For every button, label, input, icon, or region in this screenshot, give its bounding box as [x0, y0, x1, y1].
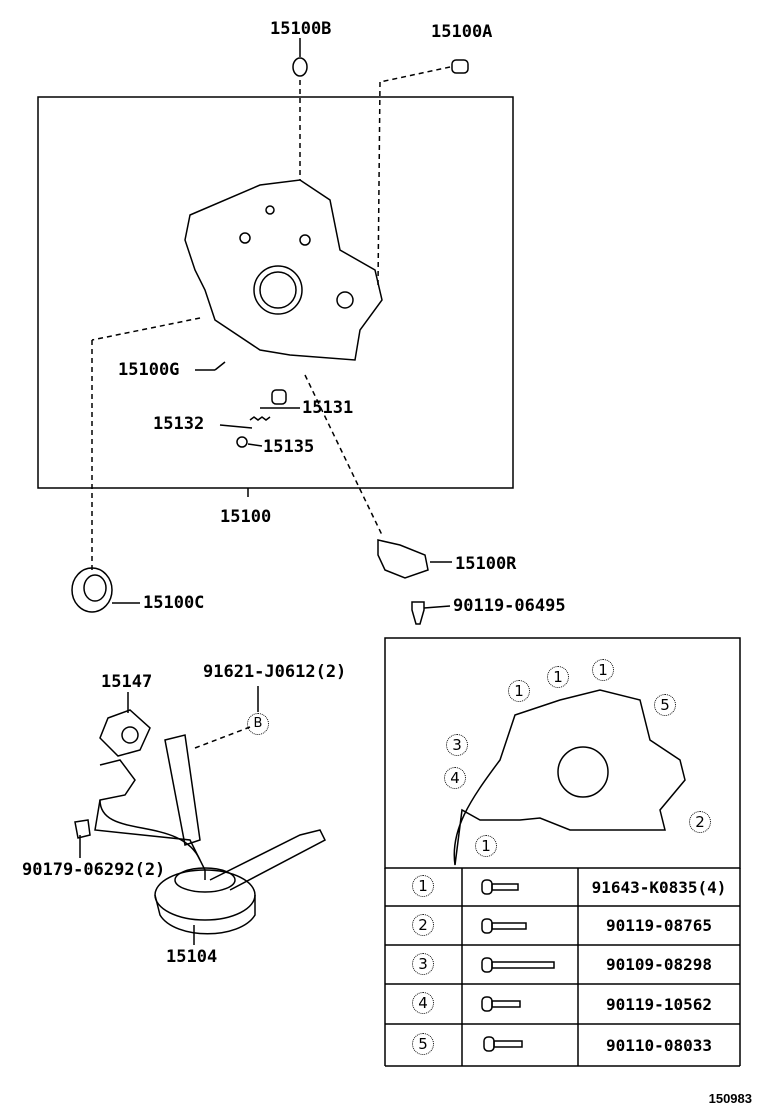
label-15100C: 15100C	[143, 593, 205, 613]
table-part-number: 90110-08033	[606, 1035, 712, 1055]
label-15104: 15104	[166, 947, 218, 967]
label-15100G: 15100G	[118, 360, 180, 380]
bolt-callout: 1	[547, 666, 569, 688]
label-15100B: 15100B	[270, 19, 332, 39]
label-90119-06495: 90119-06495	[453, 596, 566, 616]
bolt-callout: 5	[654, 694, 676, 716]
label-15147: 15147	[101, 672, 153, 692]
label-15131: 15131	[302, 398, 354, 418]
label-15100R: 15100R	[455, 554, 517, 574]
bolt-callout: 4	[444, 767, 466, 789]
label-15135: 15135	[263, 437, 315, 457]
bolt-callout: 1	[592, 659, 614, 681]
table-ref: 1	[412, 875, 434, 897]
oil-pump-assembly-box	[37, 96, 514, 489]
bolt-callout: 2	[689, 811, 711, 833]
table-part-number: 91643-K0835(4)	[591, 877, 727, 897]
table-part-number: 90119-08765	[606, 916, 712, 935]
bolt-callout: 1	[475, 835, 497, 857]
table-part-number: 90119-10562	[606, 994, 712, 1014]
ref-b-callout: B	[247, 713, 269, 735]
label-15100A: 15100A	[431, 22, 493, 42]
table-ref: 2	[412, 914, 434, 936]
bolt-callout: 1	[508, 680, 530, 702]
label-15100: 15100	[220, 507, 272, 527]
bolt-callout: 3	[446, 734, 468, 756]
diagram-code: 150983	[708, 1091, 752, 1106]
label-90179-06292: 90179-06292(2)	[22, 860, 166, 880]
bolt-location-box	[384, 637, 741, 869]
bolt-icons	[481, 879, 555, 1052]
table-part-number: 90109-08298	[606, 955, 712, 974]
table-ref: 5	[412, 1033, 434, 1055]
label-15132: 15132	[153, 414, 205, 434]
label-91621-J0612: 91621-J0612(2)	[203, 662, 347, 682]
table-ref: 4	[412, 992, 434, 1014]
table-ref: 3	[412, 953, 434, 975]
